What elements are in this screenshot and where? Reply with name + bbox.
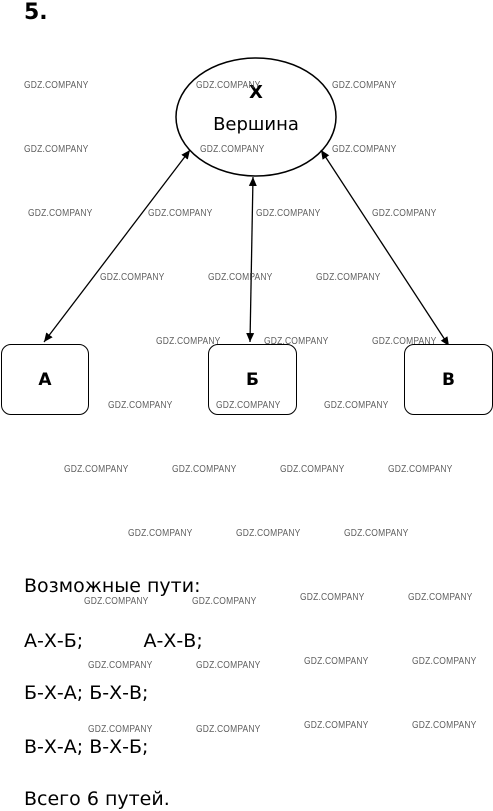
watermark: GDZ.COMPANY: [280, 464, 345, 475]
node-b-label: Б: [246, 369, 259, 390]
watermark: GDZ.COMPANY: [28, 208, 93, 219]
watermark: GDZ.COMPANY: [372, 336, 437, 347]
watermark: GDZ.COMPANY: [216, 400, 281, 411]
watermark: GDZ.COMPANY: [324, 400, 389, 411]
watermark: GDZ.COMPANY: [64, 464, 129, 475]
problem-number: 5.: [24, 0, 48, 25]
watermark: GDZ.COMPANY: [412, 720, 477, 731]
watermark: GDZ.COMPANY: [24, 144, 89, 155]
watermark: GDZ.COMPANY: [88, 724, 153, 735]
paths-line-3: В-Х-А; В-Х-Б;: [24, 736, 149, 758]
watermark: GDZ.COMPANY: [84, 596, 149, 607]
paths-line-1: А-Х-Б; А-Х-В;: [24, 630, 203, 652]
node-v-label: В: [442, 369, 455, 390]
watermark: GDZ.COMPANY: [192, 596, 257, 607]
watermark: GDZ.COMPANY: [264, 336, 329, 347]
watermark: GDZ.COMPANY: [256, 208, 321, 219]
node-v: В: [404, 344, 493, 415]
watermark: GDZ.COMPANY: [200, 144, 265, 155]
watermark: GDZ.COMPANY: [88, 660, 153, 671]
watermark: GDZ.COMPANY: [332, 144, 397, 155]
watermark: GDZ.COMPANY: [196, 724, 261, 735]
paths-total: Всего 6 путей.: [24, 788, 170, 810]
watermark: GDZ.COMPANY: [128, 528, 193, 539]
watermark: GDZ.COMPANY: [172, 464, 237, 475]
watermark: GDZ.COMPANY: [408, 592, 473, 603]
center-vertex-ellipse: [175, 57, 337, 177]
watermark: GDZ.COMPANY: [148, 208, 213, 219]
arrow-x-b: [246, 176, 257, 343]
watermark: GDZ.COMPANY: [332, 80, 397, 91]
node-b: Б: [208, 344, 297, 415]
watermark: GDZ.COMPANY: [300, 592, 365, 603]
center-vertex-letter: X: [249, 82, 263, 103]
watermark: GDZ.COMPANY: [196, 660, 261, 671]
arrow-x-v: [320, 149, 450, 347]
watermark: GDZ.COMPANY: [236, 528, 301, 539]
paths-heading: Возможные пути:: [24, 575, 201, 597]
watermark: GDZ.COMPANY: [304, 720, 369, 731]
watermark: GDZ.COMPANY: [196, 80, 261, 91]
watermark: GDZ.COMPANY: [208, 272, 273, 283]
paths-line-2: Б-Х-А; Б-Х-В;: [24, 682, 149, 704]
arrow-x-a: [43, 149, 191, 343]
watermark: GDZ.COMPANY: [412, 656, 477, 667]
watermark: GDZ.COMPANY: [100, 272, 165, 283]
watermark: GDZ.COMPANY: [304, 656, 369, 667]
watermark: GDZ.COMPANY: [388, 464, 453, 475]
watermark: GDZ.COMPANY: [316, 272, 381, 283]
watermark: GDZ.COMPANY: [156, 336, 221, 347]
node-a-label: А: [38, 369, 52, 390]
center-vertex-label: Вершина: [213, 114, 299, 135]
watermark: GDZ.COMPANY: [372, 208, 437, 219]
watermark: GDZ.COMPANY: [108, 400, 173, 411]
watermark: GDZ.COMPANY: [344, 528, 409, 539]
watermark: GDZ.COMPANY: [24, 80, 89, 91]
node-a: А: [1, 344, 89, 415]
